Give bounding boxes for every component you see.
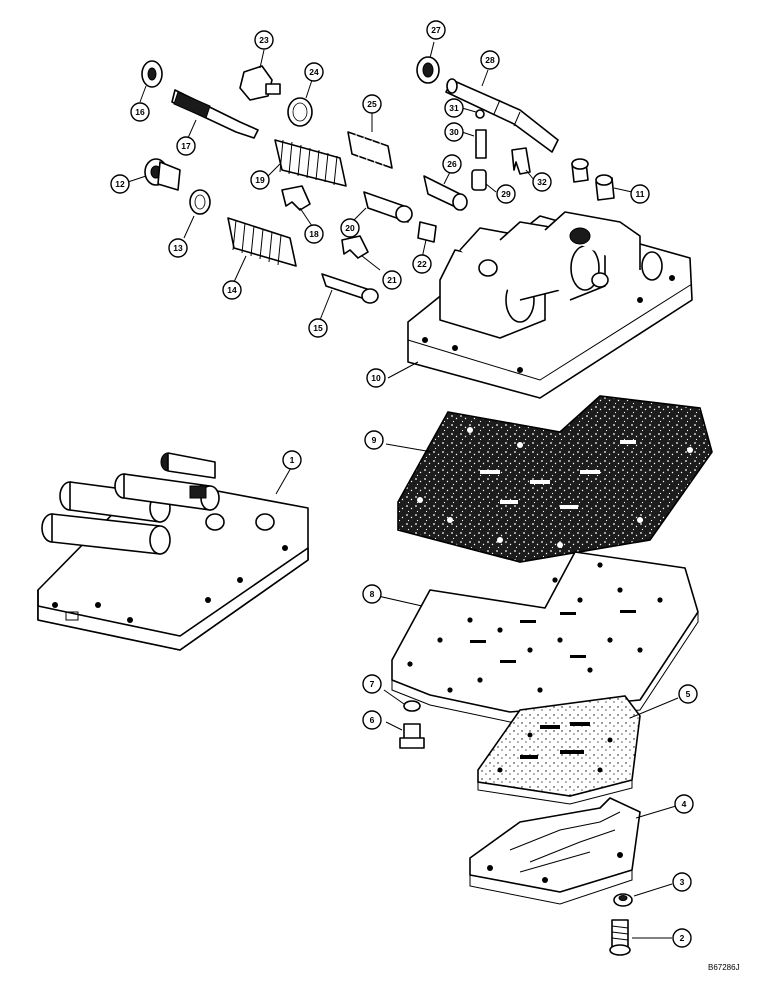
callout-16: 16 — [130, 102, 150, 122]
callout-label: 31 — [449, 103, 459, 113]
callout-32: 32 — [532, 172, 552, 192]
callout-label: 4 — [682, 799, 687, 809]
callout-8: 8 — [362, 584, 382, 604]
callout-29: 29 — [496, 184, 516, 204]
valve-body-assembly — [37, 452, 309, 651]
callout-label: 14 — [227, 285, 237, 295]
valve-26 — [423, 171, 468, 211]
callout-label: 7 — [370, 679, 375, 689]
callout-3: 3 — [672, 872, 692, 892]
valve-20 — [351, 191, 413, 223]
valve-spool-28 — [445, 69, 559, 153]
callout-14: 14 — [222, 280, 242, 300]
callout-23: 23 — [254, 30, 274, 50]
callout-22: 22 — [412, 254, 432, 274]
callout-21: 21 — [382, 270, 402, 290]
callout-label: 16 — [135, 107, 145, 117]
callout-9: 9 — [364, 430, 384, 450]
cap-screw-2 — [609, 919, 672, 956]
plug-11-b — [595, 174, 633, 201]
clip-32 — [511, 147, 535, 181]
callout-17: 17 — [176, 136, 196, 156]
ring-27 — [416, 41, 440, 84]
callout-label: 30 — [449, 127, 459, 137]
washer-7 — [383, 689, 421, 712]
callout-label: 8 — [370, 589, 375, 599]
callout-label: 15 — [313, 323, 323, 333]
callout-label: 24 — [309, 67, 319, 77]
callout-2: 2 — [672, 928, 692, 948]
plug-11-a — [571, 158, 589, 183]
callout-label: 10 — [371, 373, 381, 383]
callout-label: 29 — [501, 189, 511, 199]
callout-15: 15 — [308, 318, 328, 338]
callout-label: 6 — [370, 715, 375, 725]
sleeve-29 — [471, 169, 497, 193]
callout-31: 31 — [444, 98, 464, 118]
callout-25: 25 — [362, 94, 382, 114]
ball-31 — [461, 107, 485, 119]
callout-label: 32 — [537, 177, 547, 187]
spring-25 — [347, 112, 393, 169]
cap-screw-6 — [385, 721, 425, 749]
callout-label: 27 — [431, 25, 441, 35]
callout-20: 20 — [340, 218, 360, 238]
callout-label: 25 — [367, 99, 377, 109]
callout-13: 13 — [168, 238, 188, 258]
callout-label: 12 — [115, 179, 125, 189]
cover-plate — [469, 797, 677, 905]
washer-24 — [287, 79, 313, 127]
callout-label: 2 — [680, 933, 685, 943]
lower-gasket — [477, 695, 679, 805]
callout-10: 10 — [366, 368, 386, 388]
callout-label: 17 — [181, 141, 191, 151]
callout-label: 5 — [686, 689, 691, 699]
callout-6: 6 — [362, 710, 382, 730]
callout-19: 19 — [250, 170, 270, 190]
callout-label: 3 — [680, 877, 685, 887]
callout-label: 11 — [636, 189, 645, 199]
callout-label: 20 — [345, 223, 355, 233]
callout-11: 11 — [630, 184, 650, 204]
image-code: B67286J — [708, 963, 740, 972]
callout-24: 24 — [304, 62, 324, 82]
valve-15 — [319, 273, 379, 321]
callout-label: 26 — [447, 159, 457, 169]
callout-label: 22 — [417, 259, 427, 269]
callout-30: 30 — [444, 122, 464, 142]
callout-label: 23 — [259, 35, 269, 45]
callout-label: 1 — [290, 455, 295, 465]
clip-21 — [341, 235, 381, 271]
callout-5: 5 — [678, 684, 698, 704]
callout-26: 26 — [442, 154, 462, 174]
callout-label: 19 — [255, 175, 265, 185]
callout-label: 28 — [485, 55, 495, 65]
washer-13 — [183, 189, 211, 239]
separator-plate — [377, 551, 699, 723]
callout-12: 12 — [110, 174, 130, 194]
plug-23 — [239, 49, 281, 101]
spring-30 — [461, 129, 487, 159]
callout-4: 4 — [674, 794, 694, 814]
spring-14 — [227, 217, 297, 283]
callout-18: 18 — [304, 224, 324, 244]
gasket-upper — [385, 395, 713, 563]
pin-22 — [417, 221, 437, 259]
ring-16 — [139, 60, 163, 103]
spring-19 — [267, 139, 347, 187]
callout-label: 9 — [372, 435, 377, 445]
callout-27: 27 — [426, 20, 446, 40]
washer-3 — [613, 883, 673, 907]
valve-body — [387, 211, 693, 399]
plug-12 — [127, 158, 181, 191]
clip-18 — [281, 185, 313, 227]
callout-label: 18 — [309, 229, 319, 239]
callout-7: 7 — [362, 674, 382, 694]
callout-label: 21 — [387, 275, 397, 285]
callout-1: 1 — [282, 450, 302, 470]
valve-spool-17 — [171, 89, 259, 139]
callout-28: 28 — [480, 50, 500, 70]
callout-label: 13 — [173, 243, 183, 253]
